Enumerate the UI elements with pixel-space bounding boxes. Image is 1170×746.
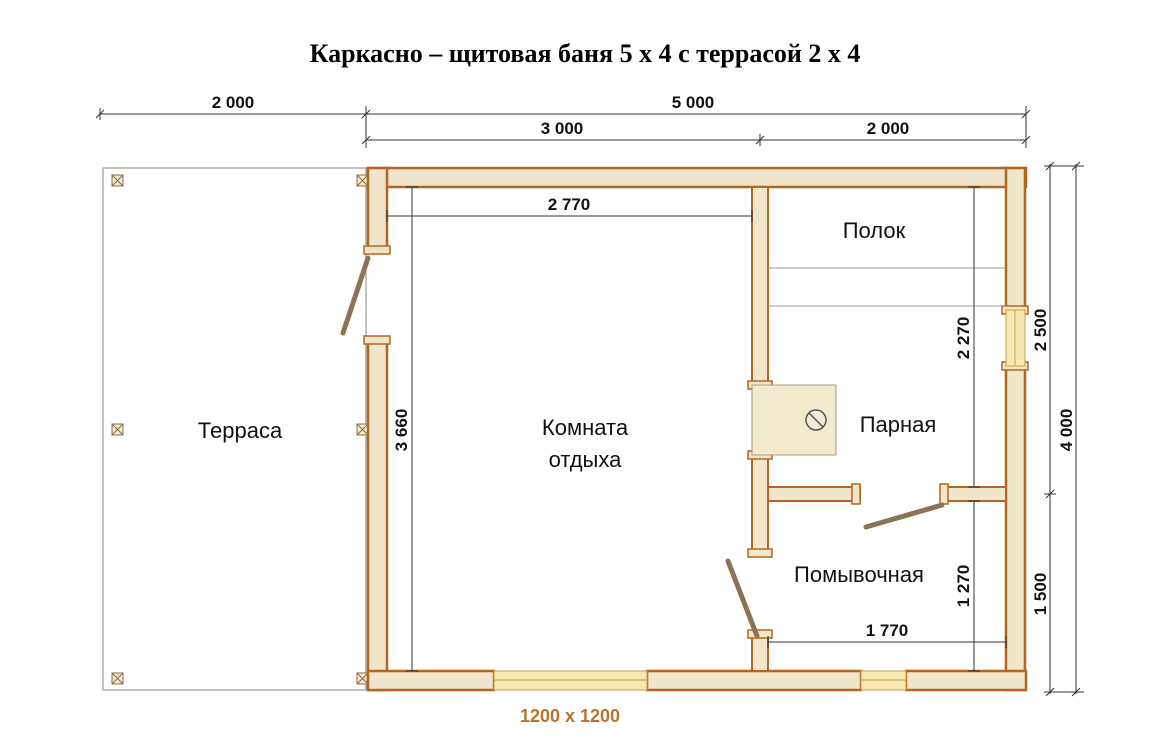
right-dimension-lines: [1044, 161, 1084, 697]
dim-total-depth: 4 000: [1057, 409, 1076, 452]
dim-wash-inner-width: 1 770: [866, 621, 909, 640]
dim-rest-inner-height: 3 660: [392, 409, 411, 452]
dim-rest-inner-width: 2 770: [548, 195, 591, 214]
dim-wash-side: 1 500: [1031, 573, 1050, 616]
stove-chimney-icon: [805, 409, 827, 431]
room-label-shelf: Полок: [843, 218, 906, 243]
room-label-steam: Парная: [860, 412, 937, 437]
shelf-lines: [768, 267, 1006, 307]
wall-caps: [363, 245, 1029, 639]
plan-title: Каркасно – щитовая баня 5 х 4 с террасой…: [310, 39, 861, 68]
outer-walls: [366, 166, 1028, 692]
door-wash-to-steam: [863, 502, 945, 530]
windows: [493, 309, 1026, 691]
dim-steam-inner-height: 2 270: [954, 317, 973, 360]
dim-wash-inner-height: 1 270: [954, 565, 973, 608]
inner-dimension-lines: [386, 186, 1007, 672]
dim-total-width: 5 000: [672, 93, 715, 112]
dim-terrace-width: 2 000: [212, 93, 255, 112]
window-size-note: 1200 х 1200: [520, 706, 620, 726]
room-label-wash: Помывочная: [794, 562, 924, 587]
top-dimension-lines: [95, 106, 1031, 148]
dim-rest-room-width: 3 000: [541, 119, 584, 138]
door-entrance: [340, 255, 371, 336]
dim-right-rooms-width: 2 000: [867, 119, 910, 138]
room-label-terrace: Терраса: [198, 418, 283, 443]
door-rest-to-wash: [725, 558, 760, 639]
room-label-rest-line2: отдыха: [549, 447, 623, 472]
dim-steam-side: 2 500: [1031, 309, 1050, 352]
room-label-rest-line1: Комната: [542, 415, 629, 440]
door-leaves: [340, 255, 945, 639]
